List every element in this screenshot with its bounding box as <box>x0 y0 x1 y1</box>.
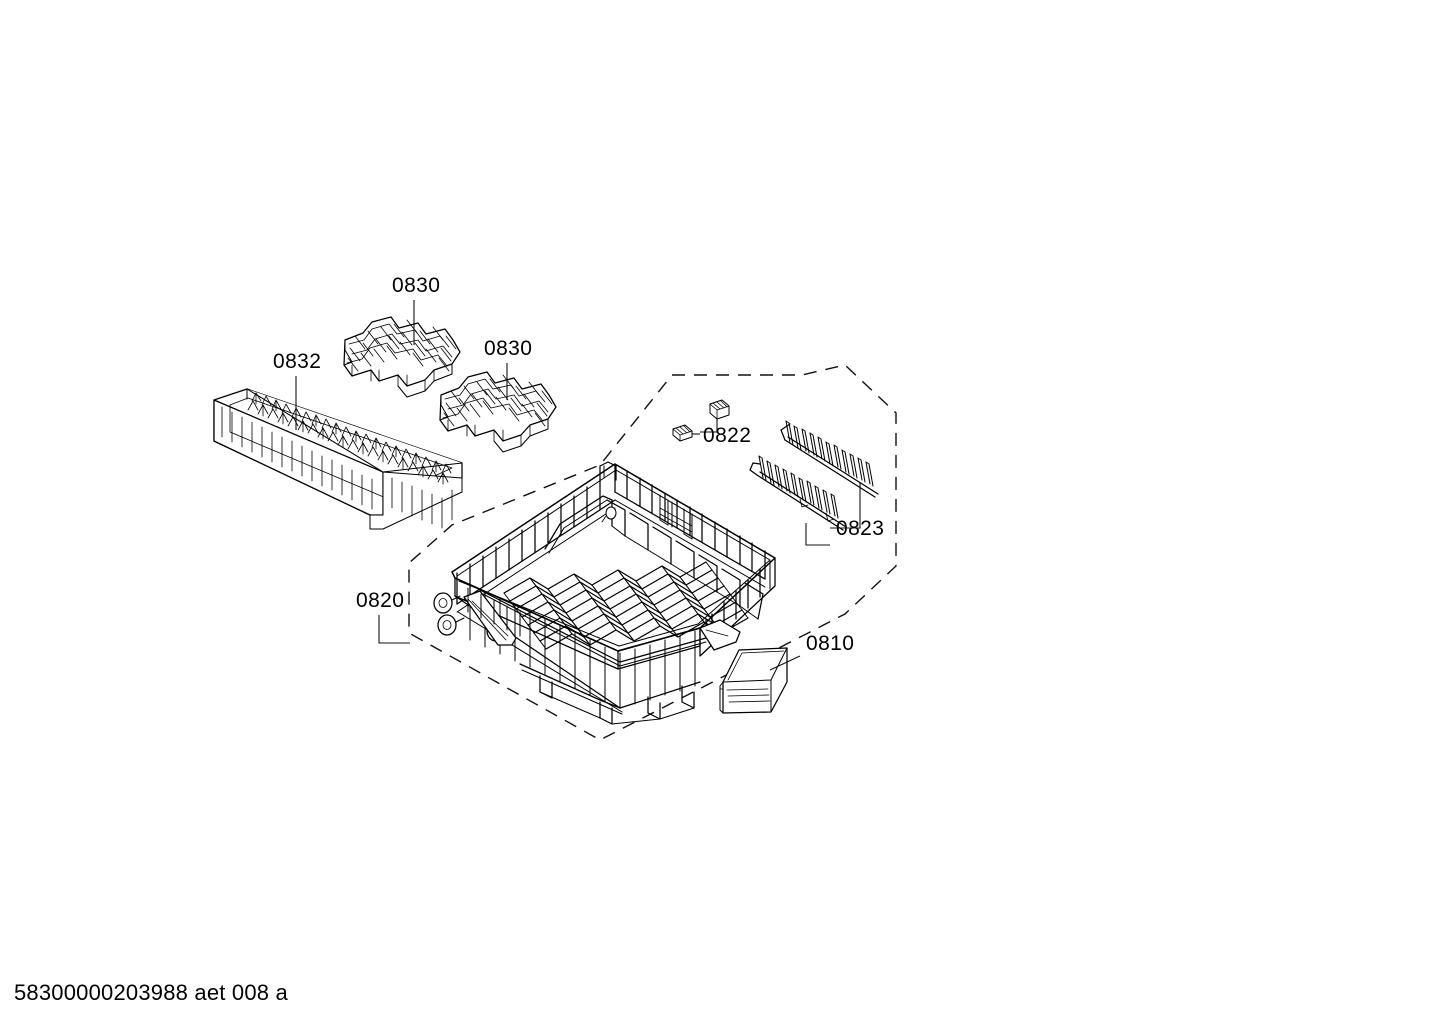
grid-lattice-lower <box>442 374 553 427</box>
part-0830-grid-insert-upper[interactable] <box>343 316 461 398</box>
part-0823-tine-row-front[interactable] <box>749 455 847 531</box>
label-0822: 0822 <box>703 424 751 447</box>
part-0822-retaining-clip-lower[interactable] <box>672 424 693 442</box>
label-0830-right: 0830 <box>484 337 532 360</box>
leader-0810 <box>769 655 801 671</box>
basket-floor-cross-wires <box>503 561 749 650</box>
leader-0823-front <box>805 523 830 546</box>
basket-left-posts <box>467 587 521 637</box>
cutlery-tray-tines <box>247 392 452 485</box>
basket-bottom-legs <box>539 675 695 725</box>
label-0820: 0820 <box>356 589 404 612</box>
part-0832-cutlery-tray[interactable] <box>213 388 463 530</box>
leader-0823-rear <box>830 483 861 529</box>
assembly-group-outline <box>408 364 897 741</box>
part-0810-small-item-tray[interactable] <box>719 647 788 714</box>
leader-0820 <box>378 615 410 644</box>
leader-lines <box>295 300 861 671</box>
basket-floor-wave-wires <box>503 561 749 650</box>
part-0830-grid-insert-lower[interactable] <box>439 371 557 453</box>
document-code-footer: 58300000203988 aet 008 a <box>14 980 289 1005</box>
part-number-labels: 0830 0832 0830 0822 0823 0820 0810 <box>273 274 884 655</box>
label-0810: 0810 <box>806 632 854 655</box>
label-0830-top: 0830 <box>392 274 440 297</box>
part-0822-retaining-clip-upper[interactable] <box>709 399 730 420</box>
part-0820-upper-basket[interactable] <box>433 461 776 725</box>
leader-0822-upper <box>700 419 718 433</box>
label-0832: 0832 <box>273 350 321 373</box>
label-0823: 0823 <box>836 517 884 540</box>
grid-lattice-upper <box>346 319 457 372</box>
basket-rear-wall-wires <box>614 463 766 580</box>
part-0823-tine-row-rear[interactable] <box>780 420 879 498</box>
